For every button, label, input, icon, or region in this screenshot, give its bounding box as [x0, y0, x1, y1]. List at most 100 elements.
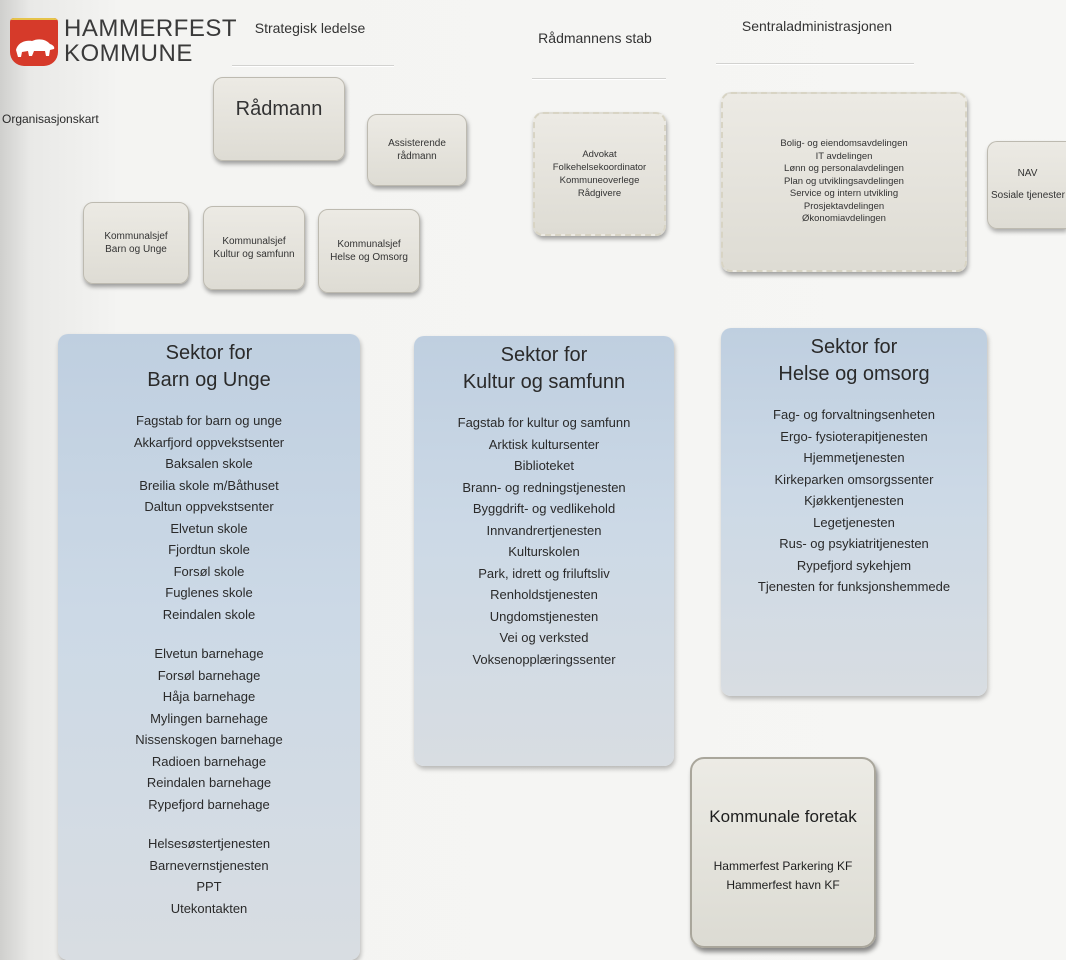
unit-item: Elvetun skole	[170, 520, 248, 536]
unit-item: Ungdomstjenesten	[489, 608, 599, 624]
unit-item: Ergo- fysioterapitjenesten	[780, 428, 928, 444]
logo-line-1: HAMMERFEST	[64, 15, 237, 42]
kommunalsjef-kultur-samfunn-box: Kommunalsjef Kultur og samfunn	[203, 206, 305, 290]
assisterende-line-1: Assisterende	[388, 138, 446, 149]
list-spacer	[58, 815, 360, 833]
foretak-item: Hammerfest havn KF	[726, 878, 840, 892]
sector-title-line-2: Kultur og samfunn	[462, 371, 626, 393]
kommunalsjef-title: Kommunalsjef	[104, 231, 168, 242]
sentral-item: Lønn og personalavdelingen	[784, 163, 904, 175]
unit-item: Daltun oppvekstsenter	[144, 499, 274, 514]
nav-box: NAV Sosiale tjenester	[987, 141, 1066, 229]
radmann-box: Rådmann	[213, 77, 345, 161]
unit-item: Radioen barnehage	[151, 753, 267, 769]
unit-item: Rypefjord sykehjem	[796, 557, 912, 573]
sector-title: Sektor for Kultur og samfunn	[414, 342, 674, 396]
unit-item: Brann- og redningstjenesten	[462, 479, 626, 495]
sector-barn-unge: Sektor for Barn og Unge Fagstab for barn…	[58, 334, 360, 960]
divider-central	[716, 63, 914, 64]
kommunalsjef-helse-omsorg-box: Kommunalsjef Helse og Omsorg	[318, 209, 420, 293]
unit-item: Barnevernstjenesten	[149, 857, 269, 873]
sector-title-line-1: Sektor for	[810, 336, 898, 358]
stab-item: Kommuneoverlege	[559, 175, 640, 186]
kommunale-foretak-box: Kommunale foretak Hammerfest Parkering K…	[690, 757, 876, 948]
foretak-list: Hammerfest Parkering KF Hammerfest havn …	[692, 857, 874, 895]
unit-item: Utekontakten	[170, 900, 248, 916]
sector-title: Sektor for Helse og omsorg	[721, 334, 987, 388]
logo-line-2: KOMMUNE	[64, 40, 193, 67]
unit-item: Reindalen barnehage	[146, 775, 272, 790]
unit-item: Forsøl barnehage	[157, 667, 261, 683]
stab-item: Folkehelsekoordinator	[552, 162, 647, 173]
kommunalsjef-area: Kultur og samfunn	[213, 249, 295, 260]
stab-item: Advokat	[582, 149, 617, 160]
unit-item: Fagstab for kultur og samfunn	[457, 415, 631, 430]
unit-item: Fuglenes skole	[165, 585, 253, 600]
unit-item: Breilia skole m/Båthuset	[139, 477, 279, 493]
assisterende-line-2: rådmann	[397, 151, 437, 162]
foretak-title: Kommunale foretak	[709, 807, 857, 826]
sentral-item: Service og intern utvikling	[789, 188, 899, 200]
unit-item: Elvetun barnehage	[154, 646, 264, 661]
unit-item: Fagstab for barn og unge	[136, 413, 282, 428]
kommunalsjef-title: Kommunalsjef	[222, 236, 286, 247]
logo-wordmark: HAMMERFEST KOMMUNE	[64, 16, 237, 66]
kommunalsjef-barn-unge-box: Kommunalsjef Barn og Unge	[83, 202, 189, 284]
sector-title-line-2: Barn og Unge	[147, 369, 271, 391]
kommune-logo: HAMMERFEST KOMMUNE	[6, 6, 237, 70]
unit-item: Fag- og forvaltningsenheten	[773, 407, 935, 422]
unit-item: Byggdrift- og vedlikehold	[472, 501, 616, 516]
unit-item: Rus- og psykiatritjenesten	[779, 536, 929, 551]
unit-item: Hjemmetjenesten	[803, 450, 905, 465]
sector-unit-list: Fagstab for barn og unge Akkarfjord oppv…	[58, 410, 360, 919]
unit-item: Håja barnehage	[162, 689, 256, 704]
unit-item: Renholdstjenesten	[490, 587, 598, 602]
unit-item: Nissenskogen barnehage	[135, 732, 283, 747]
sentral-item: IT avdelingen	[815, 150, 873, 162]
unit-item: Helsesøstertjenesten	[147, 836, 271, 851]
sector-helse-omsorg: Sektor for Helse og omsorg Fag- og forva…	[721, 328, 987, 696]
nav-subtitle: Sosiale tjenester	[991, 190, 1065, 201]
unit-item: Akkarfjord oppvekstsenter	[133, 434, 285, 450]
unit-item: Park, idrett og friluftsliv	[478, 565, 610, 581]
nav-title: NAV	[1017, 168, 1038, 179]
radmannens-stab-box: Advokat Folkehelsekoordinator Kommuneove…	[533, 112, 666, 236]
unit-item: Reindalen skole	[162, 606, 256, 622]
divider-strategic	[232, 65, 394, 66]
org-chart-label: Organisasjonskart	[2, 112, 99, 126]
unit-item: Innvandrertjenesten	[486, 522, 602, 538]
unit-item: Vei og verksted	[499, 630, 589, 645]
stab-item: Rådgivere	[577, 188, 622, 199]
assisterende-radmann-box: Assisterende rådmann	[367, 114, 467, 186]
sentraladministrasjonen-box: Bolig- og eiendomsavdelingen IT avdeling…	[721, 92, 967, 272]
heading-staff: Rådmannens stab	[538, 30, 652, 46]
unit-item: Arktisk kultursenter	[488, 436, 600, 452]
unit-item: Mylingen barnehage	[150, 710, 268, 726]
divider-staff	[532, 78, 666, 79]
unit-item: PPT	[196, 879, 222, 894]
kommunalsjef-area: Barn og Unge	[105, 244, 167, 255]
kommunalsjef-area: Helse og Omsorg	[330, 252, 408, 263]
sector-unit-list: Fagstab for kultur og samfunn Arktisk ku…	[414, 412, 674, 670]
sector-title-line-1: Sektor for	[500, 344, 588, 366]
heading-strategic: Strategisk ledelse	[254, 20, 366, 36]
sentral-item: Økonomiavdelingen	[802, 213, 886, 225]
unit-item: Kjøkkentjenesten	[804, 493, 904, 508]
unit-item: Kirkeparken omsorgssenter	[774, 471, 934, 487]
sector-kultur-samfunn: Sektor for Kultur og samfunn Fagstab for…	[414, 336, 674, 766]
sentral-item: Prosjektavdelingen	[803, 200, 885, 212]
unit-item: Voksenopplæringssenter	[472, 651, 616, 667]
sector-title-line-1: Sektor for	[165, 342, 253, 364]
sentral-item: Bolig- og eiendomsavdelingen	[780, 138, 908, 150]
polar-bear-emblem-icon	[10, 18, 58, 66]
radmann-label: Rådmann	[235, 98, 323, 120]
foretak-item: Hammerfest Parkering KF	[713, 859, 853, 873]
unit-item: Legetjenesten	[813, 514, 895, 530]
unit-item: Biblioteket	[514, 458, 574, 473]
sector-title: Sektor for Barn og Unge	[58, 340, 360, 394]
unit-item: Forsøl skole	[173, 563, 245, 579]
sentral-item: Plan og utviklingsavdelingen	[784, 175, 904, 187]
sector-unit-list: Fag- og forvaltningsenheten Ergo- fysiot…	[721, 404, 987, 598]
unit-item: Kulturskolen	[508, 544, 580, 559]
unit-item: Rypefjord barnehage	[148, 796, 270, 812]
